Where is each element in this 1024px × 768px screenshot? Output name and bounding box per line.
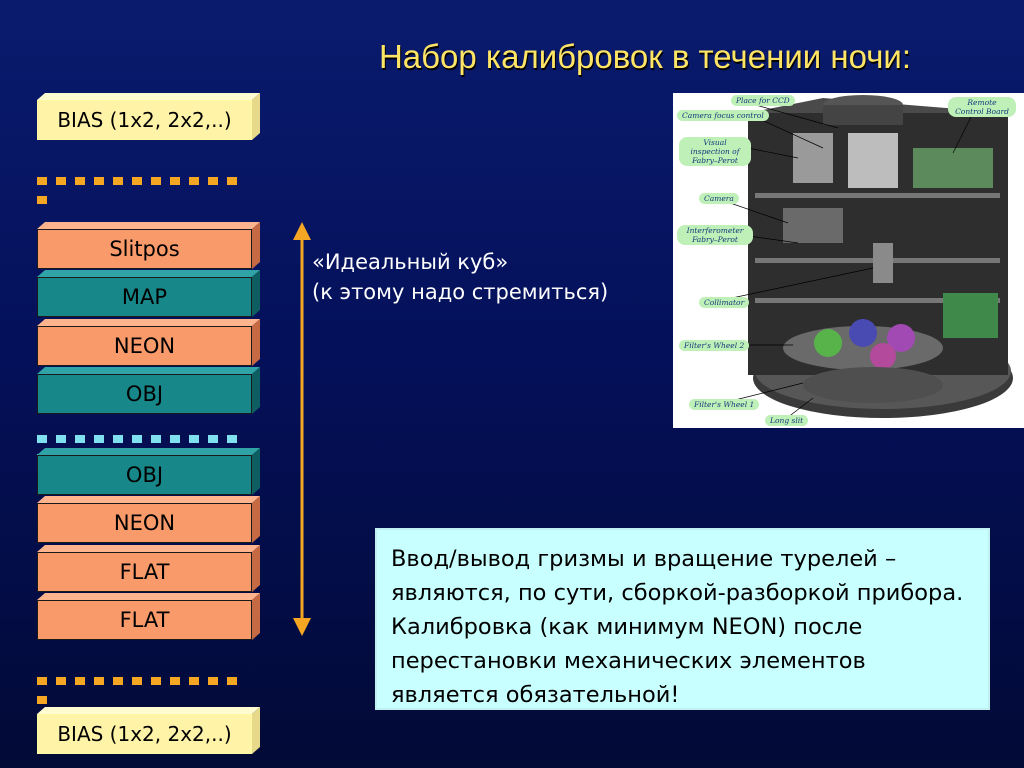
ideal-cube-caption: «Идеальный куб» (к этому надо стремиться… <box>312 247 608 307</box>
separator-dot <box>132 435 142 443</box>
separator-dot <box>113 177 123 185</box>
separator-dot <box>113 677 123 685</box>
block-bias-bottom-label: BIAS (1x2, 2x2,..) <box>37 714 252 754</box>
block-flat-2: FLAT <box>37 593 260 640</box>
separator-dot <box>208 677 218 685</box>
separator-dot <box>189 435 199 443</box>
separator-dot <box>56 677 66 685</box>
label-interferometer: Interferometer Fabry–Perot <box>677 225 753 245</box>
separator-dot <box>227 677 237 685</box>
label-long-slit: Long slit <box>765 415 809 426</box>
block-flat-1: FLAT <box>37 545 260 592</box>
separator-dot <box>37 177 47 185</box>
separator-dot <box>170 177 180 185</box>
separator-dot <box>37 435 47 443</box>
block-bias-top-label: BIAS (1x2, 2x2,..) <box>37 100 252 140</box>
separator-dots-cyan <box>37 428 262 462</box>
block-neon-2-label: NEON <box>37 503 252 543</box>
separator-dot <box>75 677 85 685</box>
separator-dot <box>151 435 161 443</box>
block-neon-1-label: NEON <box>37 326 252 366</box>
block-obj-1: OBJ <box>37 367 260 414</box>
separator-dots-orange-bottom <box>37 670 262 704</box>
block-obj-2-label: OBJ <box>37 455 252 495</box>
separator-dot <box>189 177 199 185</box>
separator-dot <box>94 677 104 685</box>
separator-dot <box>208 177 218 185</box>
separator-dot <box>94 435 104 443</box>
slide-title: Набор калибровок в течении ночи: <box>378 38 912 75</box>
separator-dot <box>94 177 104 185</box>
separator-dot <box>132 677 142 685</box>
block-slitpos-label: Slitpos <box>37 229 252 269</box>
separator-dot <box>56 177 66 185</box>
block-neon-1: NEON <box>37 319 260 366</box>
instrument-diagram: Place for CCD Camera focus control Visua… <box>673 93 1024 428</box>
separator-dot <box>75 435 85 443</box>
separator-dot <box>170 435 180 443</box>
block-flat-1-label: FLAT <box>37 552 252 592</box>
label-filters-wheel-2: Filter's Wheel 2 <box>679 340 750 351</box>
separator-dot <box>189 677 199 685</box>
label-camera: Camera <box>699 193 739 204</box>
label-place-for-ccd: Place for CCD <box>731 95 795 106</box>
block-map-label: MAP <box>37 277 252 317</box>
block-slitpos: Slitpos <box>37 222 260 269</box>
double-arrow-icon <box>293 222 311 636</box>
block-map: MAP <box>37 270 260 317</box>
separator-dot <box>56 435 66 443</box>
instrument-cutaway-image <box>711 95 1013 422</box>
block-bias-top: BIAS (1x2, 2x2,..) <box>37 93 260 140</box>
separator-dot <box>151 177 161 185</box>
block-bias-bottom: BIAS (1x2, 2x2,..) <box>37 707 260 754</box>
note-box: Ввод/вывод гризмы и вращение турелей – я… <box>375 528 990 710</box>
block-obj-2: OBJ <box>37 448 260 495</box>
separator-dot <box>132 177 142 185</box>
separator-dot <box>37 696 47 704</box>
block-neon-2: NEON <box>37 496 260 543</box>
label-collimator: Collimator <box>699 297 750 308</box>
separator-dot <box>227 435 237 443</box>
separator-dot <box>151 677 161 685</box>
separator-dot <box>37 196 47 204</box>
block-obj-1-label: OBJ <box>37 374 252 414</box>
block-flat-2-label: FLAT <box>37 600 252 640</box>
separator-dot <box>113 435 123 443</box>
label-visual-inspection: Visual inspection of Fabry–Perot <box>679 137 751 166</box>
ideal-cube-subtitle: (к этому надо стремиться) <box>312 280 609 304</box>
separator-dot <box>37 677 47 685</box>
separator-dot <box>208 435 218 443</box>
separator-dot <box>75 177 85 185</box>
separator-dots-orange-top <box>37 170 262 204</box>
label-filters-wheel-1: Filter's Wheel 1 <box>689 399 760 410</box>
separator-dot <box>227 177 237 185</box>
separator-dot <box>170 677 180 685</box>
label-remote-control: Remote Control Board <box>948 97 1016 117</box>
label-camera-focus: Camera focus control <box>677 110 769 121</box>
ideal-cube-title: «Идеальный куб» <box>312 250 509 274</box>
